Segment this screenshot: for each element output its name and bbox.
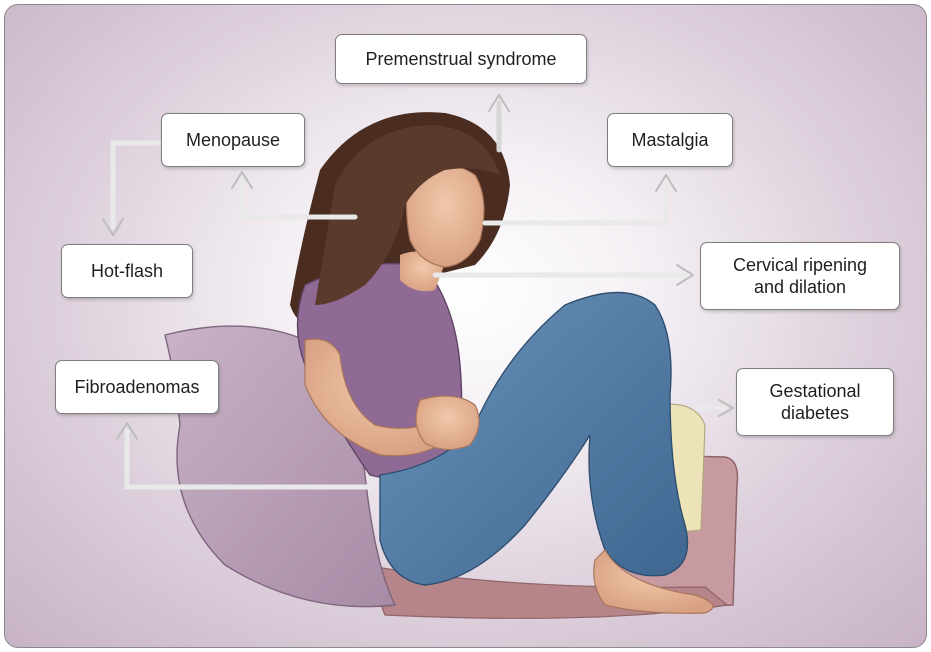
label-mastalgia: Mastalgia xyxy=(607,113,733,167)
label-menopause: Menopause xyxy=(161,113,305,167)
illustration xyxy=(5,5,926,647)
label-hot-flash: Hot-flash xyxy=(61,244,193,298)
label-fibroadenomas: Fibroadenomas xyxy=(55,360,219,414)
label-gestational-diabetes: Gestational diabetes xyxy=(736,368,894,436)
arrow-menopause-to-hotflash xyxy=(113,143,161,227)
arrow-to-mastalgia xyxy=(485,183,666,223)
label-premenstrual-syndrome: Premenstrual syndrome xyxy=(335,34,587,84)
figure-frame: Premenstrual syndrome Menopause Mastalgi… xyxy=(4,4,927,648)
hand xyxy=(416,396,479,450)
label-cervical-ripening: Cervical ripening and dilation xyxy=(700,242,900,310)
